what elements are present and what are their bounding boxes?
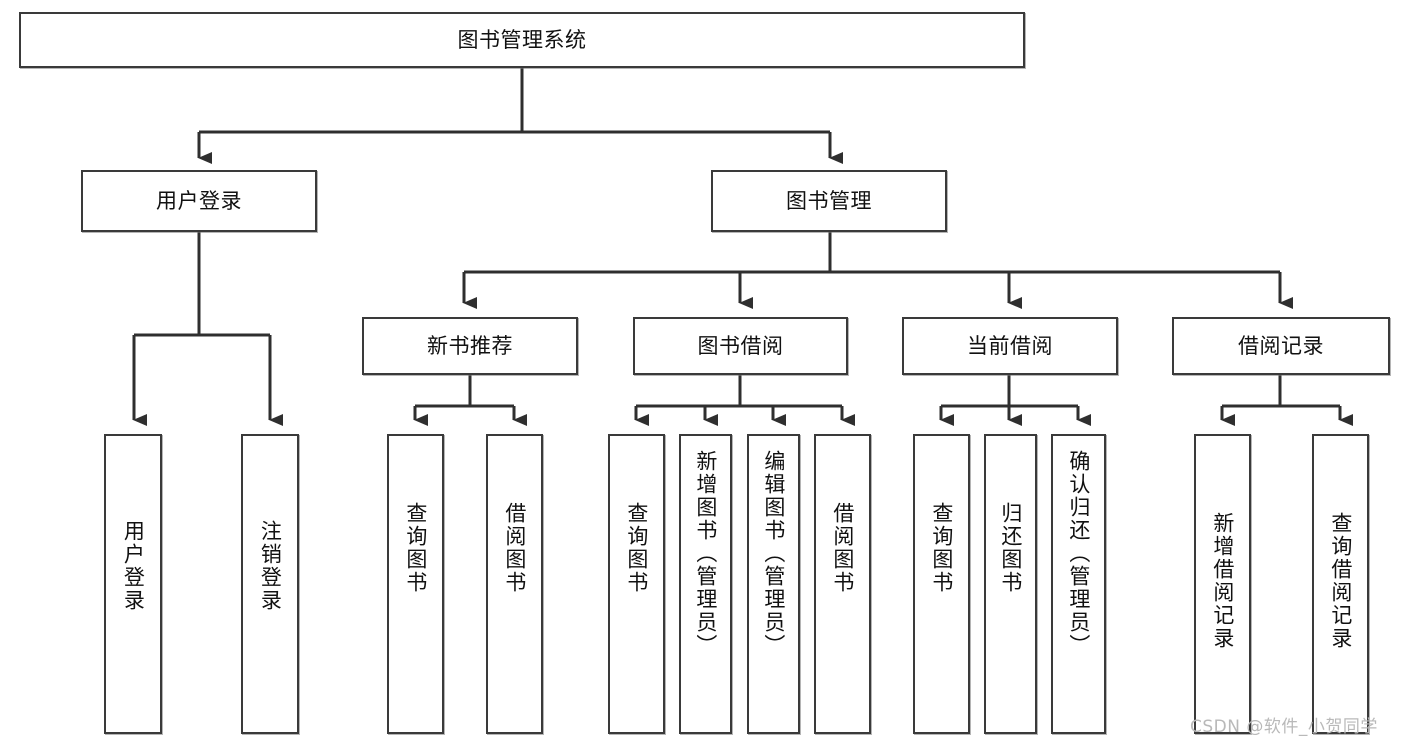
leaf-query-book-current[interactable]: 查询图书 [913,434,970,734]
leaf-edit-book-admin[interactable]: 编辑图书（管理员） [747,434,800,734]
node-label: 图书管理 [786,188,872,213]
node-label: 确认归还（管理员） [1066,450,1091,657]
node-label: 查询借阅记录 [1328,512,1353,650]
node-label: 借阅图书 [502,502,527,594]
node-new-book-recommend[interactable]: 新书推荐 [362,317,578,375]
node-current-borrow[interactable]: 当前借阅 [902,317,1118,375]
node-book-management[interactable]: 图书管理 [711,170,947,232]
node-label: 查询图书 [403,502,428,594]
leaf-query-book-borrow[interactable]: 查询图书 [608,434,665,734]
node-label: 用户登录 [121,520,146,612]
leaf-return-book[interactable]: 归还图书 [984,434,1037,734]
node-label: 编辑图书（管理员） [761,450,786,657]
node-label: 图书借阅 [697,333,784,358]
leaf-query-borrow-record[interactable]: 查询借阅记录 [1312,434,1369,734]
leaf-query-book-recommend[interactable]: 查询图书 [387,434,444,734]
node-borrow-record[interactable]: 借阅记录 [1172,317,1390,375]
node-label: 图书管理系统 [457,27,587,52]
node-label: 新增借阅记录 [1210,512,1235,650]
node-root-system[interactable]: 图书管理系统 [19,12,1025,68]
node-user-login[interactable]: 用户登录 [81,170,317,232]
node-label: 查询图书 [624,502,649,594]
leaf-add-borrow-record[interactable]: 新增借阅记录 [1194,434,1251,734]
node-label: 借阅图书 [830,502,855,594]
node-label: 用户登录 [156,188,242,213]
node-label: 借阅记录 [1238,333,1324,358]
leaf-borrow-book-recommend[interactable]: 借阅图书 [486,434,543,734]
node-label: 新增图书（管理员） [693,450,718,657]
leaf-confirm-return-admin[interactable]: 确认归还（管理员） [1051,434,1106,734]
node-label: 注销登录 [258,520,283,612]
node-label: 当前借阅 [967,333,1053,358]
node-label: 新书推荐 [427,333,513,358]
leaf-borrow-book[interactable]: 借阅图书 [814,434,871,734]
leaf-user-login[interactable]: 用户登录 [104,434,162,734]
watermark: CSDN @软件_小贺同学 [1190,717,1378,737]
node-book-borrow[interactable]: 图书借阅 [633,317,848,375]
node-label: 归还图书 [998,502,1023,594]
node-label: 查询图书 [929,502,954,594]
leaf-add-book-admin[interactable]: 新增图书（管理员） [679,434,732,734]
leaf-logout[interactable]: 注销登录 [241,434,299,734]
